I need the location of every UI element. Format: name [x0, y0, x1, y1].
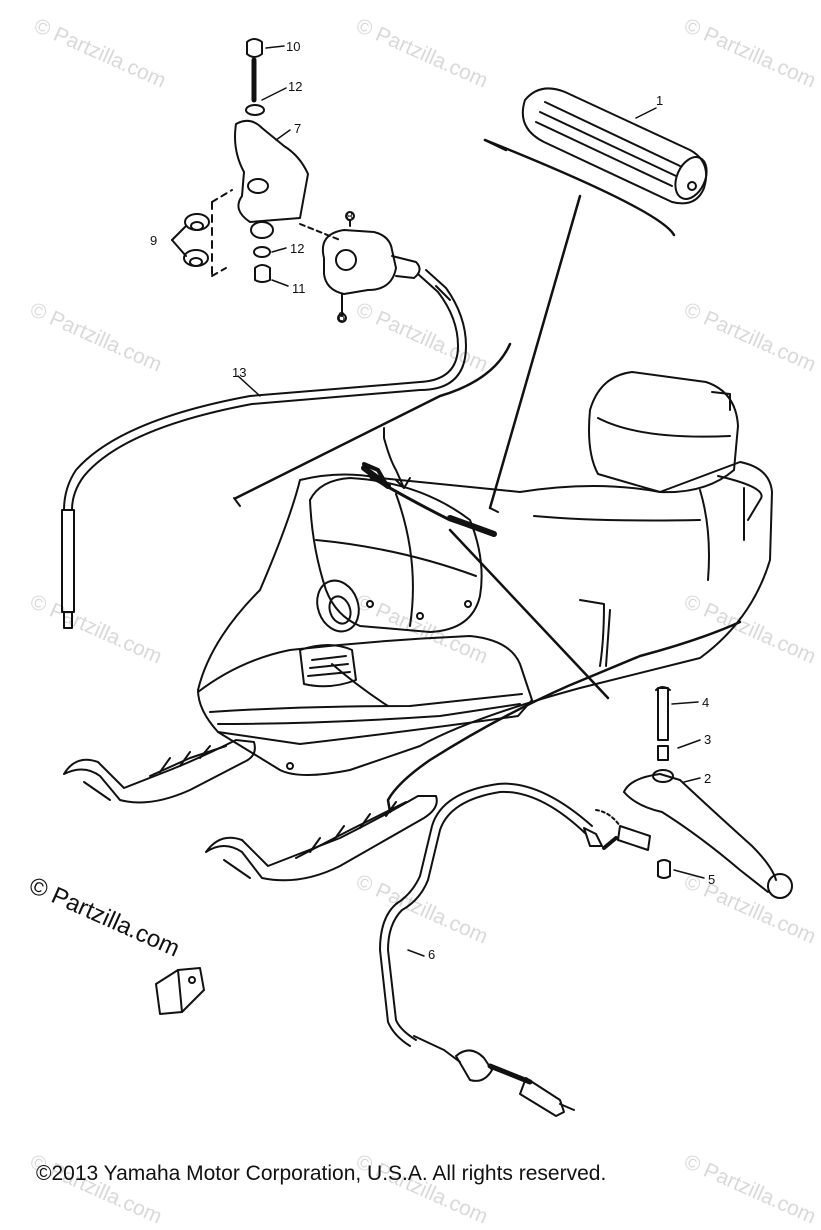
callout-9: 9 — [150, 233, 158, 248]
parts-diagram: © Partzilla.com © Partzilla.com © Partzi… — [25, 14, 819, 1229]
cable-6 — [379, 782, 618, 1117]
snowmobile — [63, 371, 773, 882]
callout-11: 11 — [292, 281, 306, 296]
callout-2: 2 — [704, 771, 712, 786]
throttle-housing — [322, 211, 421, 323]
callout-3: 3 — [704, 732, 712, 747]
callout-leaders — [237, 45, 705, 957]
separator-line — [234, 342, 512, 500]
diagram-drawing — [61, 38, 793, 1117]
callout-4: 4 — [702, 695, 710, 710]
copyright-footer: ©2013 Yamaha Motor Corporation, U.S.A. A… — [36, 1162, 607, 1185]
callout-13: 13 — [232, 365, 247, 380]
brake-lever-assembly — [595, 686, 793, 899]
callout-5: 5 — [708, 872, 716, 887]
small-bracket — [155, 967, 205, 1015]
callout-1: 1 — [656, 93, 664, 108]
callout-8-bottom: 8 — [338, 309, 346, 324]
callout-12-bottom: 12 — [290, 241, 305, 256]
callout-7: 7 — [294, 121, 302, 136]
cable-13 — [61, 269, 467, 629]
bracket-assembly — [171, 38, 341, 283]
callout-6: 6 — [428, 947, 436, 962]
callout-8-top: 8 — [346, 209, 354, 224]
callout-10: 10 — [286, 39, 301, 54]
callout-12-top: 12 — [288, 79, 303, 94]
pointer-line — [448, 528, 610, 700]
grip-part — [483, 87, 708, 513]
